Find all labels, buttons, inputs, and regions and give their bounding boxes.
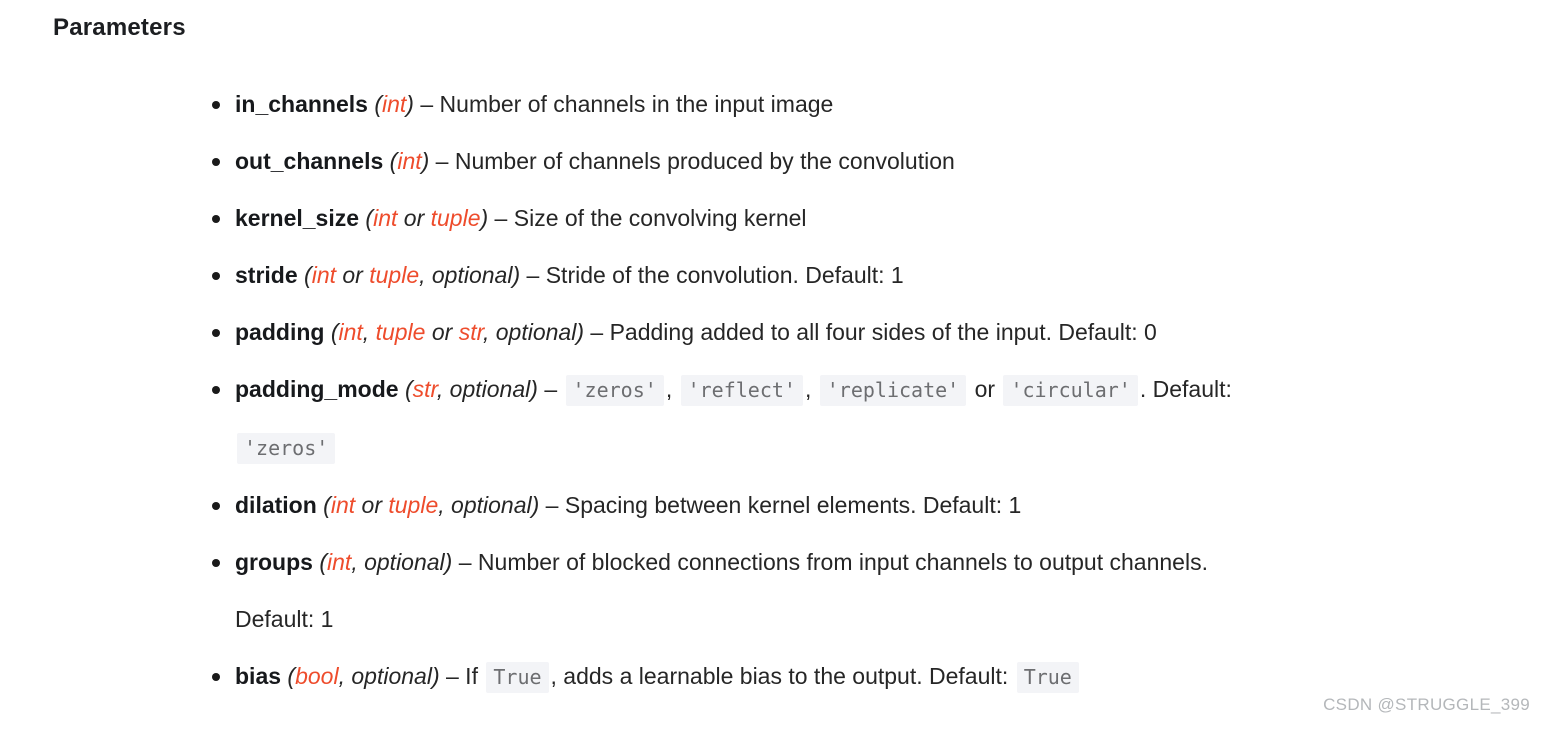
paren-text: ) [531,492,540,518]
type-link[interactable]: int [311,262,336,288]
code-literal: 'reflect' [680,375,803,406]
csdn-watermark: CSDN @STRUGGLE_399 [1323,695,1530,714]
paren-text: ( [398,376,413,402]
paren-text: ) [530,376,538,402]
parameters-heading: Parameters [53,14,186,41]
description-text: – Size of the convolving kernel [488,205,807,231]
paren-text: ( [324,319,339,345]
parameter-name: in_channels [235,91,368,117]
parameter-name: out_channels [235,148,384,174]
description-text: – Number of channels produced by the con… [429,148,955,174]
paren-text: , optional [419,262,513,288]
description-text: – Spacing between kernel elements. Defau… [539,492,1022,518]
paren-text: ( [312,549,328,575]
paren-text: ) [512,262,521,288]
description-text: Default: 1 [235,606,334,632]
type-link[interactable]: int [327,549,352,575]
parameter-name: padding [235,319,325,345]
parameter-name: stride [235,262,298,288]
paren-text: , optional [482,319,577,345]
paren-text: ) [406,91,414,117]
type-link[interactable]: int [397,148,422,174]
paren-text: ( [281,663,296,689]
description-text: . Default: [1139,376,1232,402]
paren-text: or [336,262,370,288]
description-text: , adds a learnable bias to the output. D… [550,663,1015,689]
paren-text: ( [359,205,374,231]
code-literal: 'circular' [1003,375,1138,406]
type-link[interactable]: bool [295,663,339,689]
paren-text: ) [444,549,453,575]
type-link[interactable]: int [330,492,356,518]
parameters-section: Parameters in_channels (int) – Number of… [53,14,1501,706]
type-link[interactable]: tuple [369,262,420,288]
code-literal: 'zeros' [565,375,664,406]
parameter-item: kernel_size (int or tuple) – Size of the… [211,190,1501,247]
paren-text: or [355,492,389,518]
type-link[interactable]: tuple [430,205,481,231]
description-text: – If [439,663,485,689]
paren-text: ) [421,148,430,174]
parameter-list: in_channels (int) – Number of channels i… [211,76,1501,706]
paren-text: or [397,205,431,231]
code-literal: True [486,662,549,693]
parameter-item: bias (bool, optional) – If True, adds a … [211,648,1501,706]
paren-text: ( [297,262,312,288]
paren-text: ) [480,205,489,231]
parameter-name: kernel_size [235,205,360,231]
description-text: – Padding added to all four sides of the… [584,319,1157,345]
code-literal: True [1016,662,1079,693]
paren-text: ) [431,663,440,689]
type-link[interactable]: tuple [388,492,439,518]
description-text: – Number of blocked connections from inp… [452,549,1208,575]
type-link[interactable]: int [373,205,398,231]
paren-text: or [425,319,459,345]
paren-text: , optional [438,492,532,518]
paren-text: ( [383,148,398,174]
description-text: – Number of channels in the input image [413,91,834,117]
parameter-item: stride (int or tuple, optional) – Stride… [211,247,1501,304]
paren-text: , [362,319,376,345]
paren-text: , optional [338,663,432,689]
parameter-name: groups [235,549,313,575]
description-text: , [665,376,679,402]
parameter-name: dilation [235,492,317,518]
parameter-item: dilation (int or tuple, optional) – Spac… [211,477,1501,534]
description-text: or [968,376,1002,402]
parameter-item: padding (int, tuple or str, optional) – … [211,304,1501,361]
code-literal: 'replicate' [819,375,967,406]
code-literal: 'zeros' [237,433,336,464]
paren-text: ( [316,492,331,518]
parameter-item: in_channels (int) – Number of channels i… [211,76,1501,133]
paren-text: , optional [351,549,445,575]
description-text: – Stride of the convolution. Default: 1 [520,262,904,288]
parameter-name: bias [235,663,282,689]
type-link[interactable]: int [338,319,363,345]
paren-text: ) [576,319,584,345]
parameter-item: padding_mode (str, optional) – 'zeros', … [211,361,1501,477]
type-link[interactable]: str [458,319,483,345]
type-link[interactable]: int [382,91,407,117]
parameter-name: padding_mode [235,376,399,402]
type-link[interactable]: str [412,376,437,402]
parameter-item: out_channels (int) – Number of channels … [211,133,1501,190]
paren-text: , optional [436,376,531,402]
parameter-item: groups (int, optional) – Number of block… [211,534,1501,648]
paren-text: ( [367,91,382,117]
description-text: , [804,376,818,402]
type-link[interactable]: tuple [375,319,426,345]
description-text: – [537,376,564,402]
